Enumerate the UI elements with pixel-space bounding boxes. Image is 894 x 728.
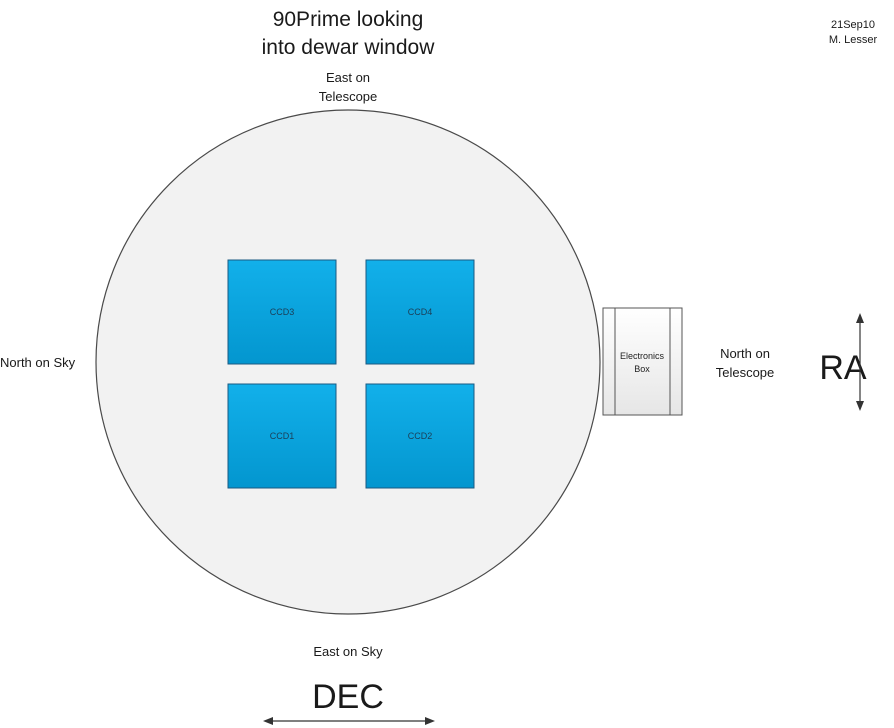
credit-date: 21Sep10 — [830, 19, 876, 31]
ccd1-label: CCD1 — [270, 431, 295, 441]
label-north-on-sky: North on Sky — [0, 355, 76, 370]
title-line-2: into dewar window — [261, 36, 435, 59]
dewar-window-circle — [95, 109, 601, 615]
label-north-on-telescope-line-1: North on — [720, 346, 770, 361]
label-east-on-sky: East on Sky — [313, 644, 383, 659]
ccd2-chip: CCD2 — [365, 383, 475, 489]
ccd2-label: CCD2 — [408, 431, 433, 441]
electronics-box-label-line-1: Electronics — [620, 351, 665, 361]
label-east-on-telescope-line-2: Telescope — [318, 89, 378, 104]
label-dec: DEC — [312, 678, 384, 716]
electronics-box-label-line-2: Box — [634, 364, 650, 374]
diagram-title: 90Prime looking into dewar window — [198, 6, 498, 62]
label-east-on-telescope: East on Telescope — [288, 68, 408, 106]
credit-author: M. Lesser — [828, 34, 878, 46]
label-north-on-telescope: North on Telescope — [692, 344, 798, 382]
credit-block: 21Sep10 M. Lesser — [800, 18, 894, 48]
ccd1-chip: CCD1 — [227, 383, 337, 489]
label-north-on-telescope-line-2: Telescope — [715, 365, 775, 380]
electronics-box: Electronics Box — [602, 307, 683, 416]
title-line-1: 90Prime looking — [272, 8, 424, 31]
ccd4-chip: CCD4 — [365, 259, 475, 365]
ccd3-chip: CCD3 — [227, 259, 337, 365]
ccd4-label: CCD4 — [408, 307, 433, 317]
label-east-on-telescope-line-1: East on — [325, 70, 371, 85]
ccd3-label: CCD3 — [270, 307, 295, 317]
